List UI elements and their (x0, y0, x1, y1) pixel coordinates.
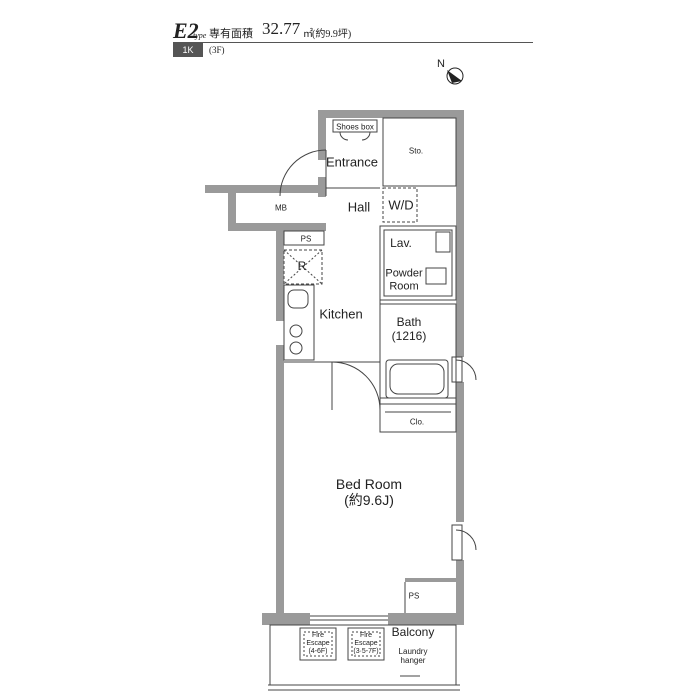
bath-label: Bath(1216) (391, 315, 427, 344)
north-label: N (437, 58, 445, 70)
ps-top-label: PS (300, 234, 312, 244)
wd-label: W/D (388, 197, 414, 213)
powder-room-line1: Powder (385, 267, 423, 280)
interior-lines (268, 117, 460, 691)
kitchen-label: Kitchen (319, 306, 363, 322)
fire-escape-a-line2: Escape (306, 639, 330, 647)
refrigerator-label: R (297, 259, 307, 274)
laundry-line2: hanger (400, 656, 426, 665)
fire-escape-b-line3: (3·5-7F) (353, 648, 379, 656)
doors (279, 131, 477, 561)
fire-escape-b-line1: Fire (359, 631, 373, 639)
fire-escape-a-line3: (4-6F) (308, 648, 328, 656)
walls (205, 110, 464, 625)
ps-bottom-label: PS (408, 591, 420, 601)
layout-badge: 1K (173, 43, 203, 57)
bed-room-line2: (約9.6J) (344, 492, 394, 508)
shoes-box-label: Shoes box (336, 122, 374, 132)
bath-line2: (1216) (391, 329, 427, 343)
lav-label: Lav. (390, 236, 412, 251)
balcony-label: Balcony (391, 625, 435, 640)
area-value: 32.77 (262, 19, 301, 38)
closet-label: Clo. (409, 417, 425, 427)
area-tsubo: (約9.9坪) (312, 29, 352, 40)
area-unit: ㎡ (303, 29, 313, 40)
bed-room-label: Bed Room(約9.6J) (336, 476, 402, 508)
storage-label: Sto. (408, 146, 424, 156)
compass-symbol (446, 67, 464, 85)
fire-escape-a-line1: Fire (311, 631, 325, 639)
entrance-label: Entrance (325, 154, 379, 170)
unit-type-suffix: type (193, 31, 207, 40)
hall-label: Hall (347, 199, 371, 215)
plan-header: E2 type 専有面積 32.77 ㎡ (約9.9坪) 1K (3F) (0, 0, 700, 70)
header-rule (173, 42, 533, 43)
mb-label: MB (275, 203, 287, 213)
unit-type-code: E2 (173, 18, 199, 43)
powder-room-line2: Room (389, 280, 419, 292)
area-label: 専有面積 (209, 28, 253, 40)
fire-escape-b-line2: Escape (354, 639, 378, 647)
bed-room-line1: Bed Room (335, 475, 403, 492)
laundry-line1: Laundry (398, 646, 428, 656)
bath-line1: Bath (396, 315, 422, 330)
floor-note: (3F) (209, 45, 225, 55)
